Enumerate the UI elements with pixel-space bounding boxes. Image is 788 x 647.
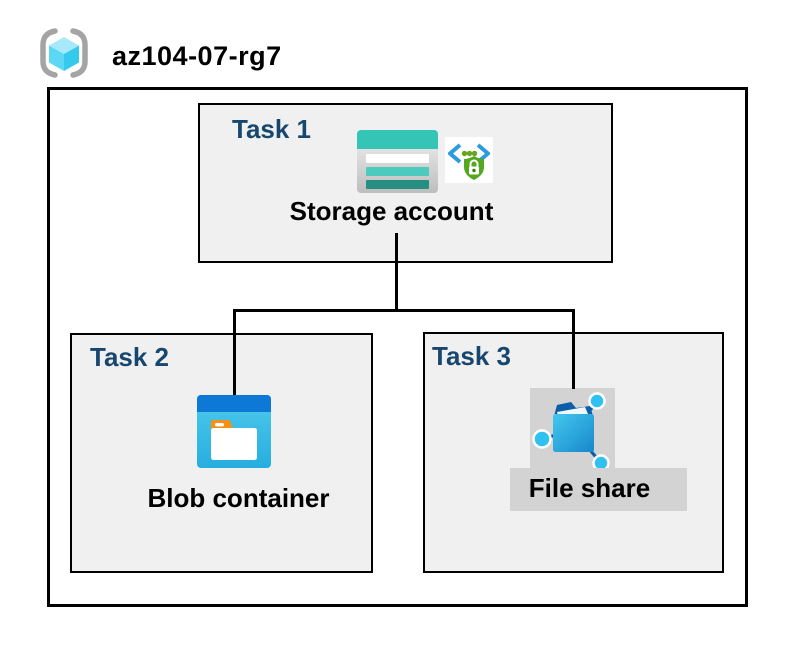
storage-account-icon <box>357 130 438 193</box>
blob-container-label: Blob container <box>147 483 330 513</box>
task1-box: Task 1 <box>198 103 613 263</box>
task2-box: Task 2 Blob container <box>70 333 373 573</box>
task2-label: Task 2 <box>90 342 170 372</box>
task1-label: Task 1 <box>232 114 312 144</box>
task3-box: Task 3 <box>423 332 724 573</box>
file-share-label: File share <box>528 473 651 503</box>
file-share-highlight-block <box>530 388 615 472</box>
shared-access-signature-icon <box>445 137 493 183</box>
resource-group-icon <box>40 28 88 78</box>
storage-account-label: Storage account <box>289 196 494 226</box>
connector-horizontal <box>233 309 575 312</box>
blob-container-icon <box>197 395 271 468</box>
resource-group-name: az104-07-rg7 <box>112 41 282 71</box>
connector-to-blob <box>233 311 236 395</box>
connector-to-fileshare <box>572 311 575 389</box>
task3-label: Task 3 <box>432 341 512 371</box>
file-share-icon <box>532 392 610 472</box>
connector-storage-stem <box>395 233 398 311</box>
file-share-label-block: File share <box>510 468 687 511</box>
